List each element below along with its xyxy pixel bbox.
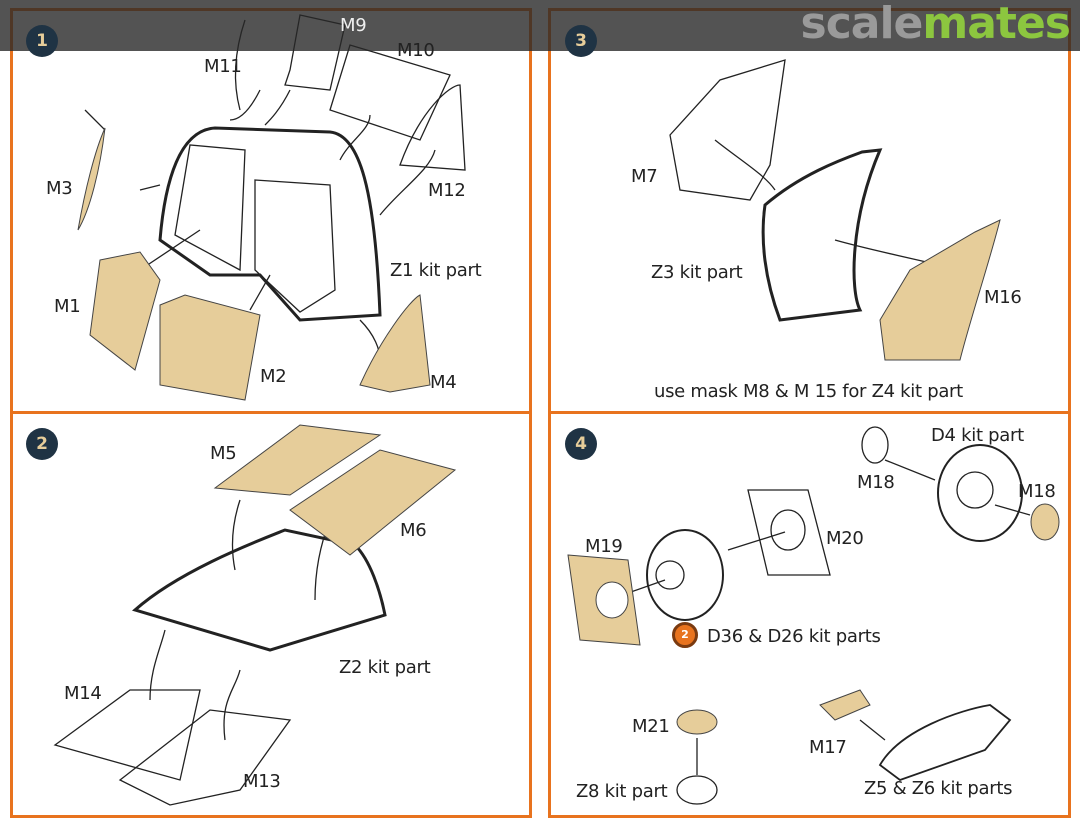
step-1-panel xyxy=(10,8,532,414)
step-2-panel xyxy=(10,411,532,818)
label-z1: Z1 kit part xyxy=(390,260,482,281)
step-number-3: 3 xyxy=(565,25,597,57)
label-m7: M7 xyxy=(631,166,658,187)
label-m11: M11 xyxy=(204,56,242,77)
label-m16: M16 xyxy=(984,287,1022,308)
label-z8: Z8 kit part xyxy=(576,781,668,802)
label-m1: M1 xyxy=(54,296,81,317)
label-z3: Z3 kit part xyxy=(651,262,743,283)
step-number-1: 1 xyxy=(26,25,58,57)
label-m6: M6 xyxy=(400,520,427,541)
label-m14: M14 xyxy=(64,683,102,704)
label-m21: M21 xyxy=(632,716,670,737)
label-d4: D4 kit part xyxy=(931,425,1024,446)
label-m9: M9 xyxy=(340,15,367,36)
step-4-panel xyxy=(548,411,1071,818)
label-d36-d26: D36 & D26 kit parts xyxy=(707,626,881,647)
label-m2: M2 xyxy=(260,366,287,387)
step-3-note: use mask M8 & M 15 for Z4 kit part xyxy=(654,381,963,402)
label-m17: M17 xyxy=(809,737,847,758)
label-m10: M10 xyxy=(397,40,435,61)
label-z5-z6: Z5 & Z6 kit parts xyxy=(864,778,1013,799)
step-3-panel xyxy=(548,8,1071,414)
scalemates-logo[interactable]: scalemates xyxy=(800,0,1071,49)
label-m18-right: M18 xyxy=(1018,481,1056,502)
kit-part-icon: 2 xyxy=(672,622,698,648)
label-m13: M13 xyxy=(243,771,281,792)
label-m12: M12 xyxy=(428,180,466,201)
label-m3: M3 xyxy=(46,178,73,199)
watermark-bar: scalemates xyxy=(0,0,1080,51)
label-m20: M20 xyxy=(826,528,864,549)
step-number-4: 4 xyxy=(565,428,597,460)
label-z2: Z2 kit part xyxy=(339,657,431,678)
step-number-2: 2 xyxy=(26,428,58,460)
label-m4: M4 xyxy=(430,372,457,393)
label-m5: M5 xyxy=(210,443,237,464)
label-m18-left: M18 xyxy=(857,472,895,493)
label-m19: M19 xyxy=(585,536,623,557)
